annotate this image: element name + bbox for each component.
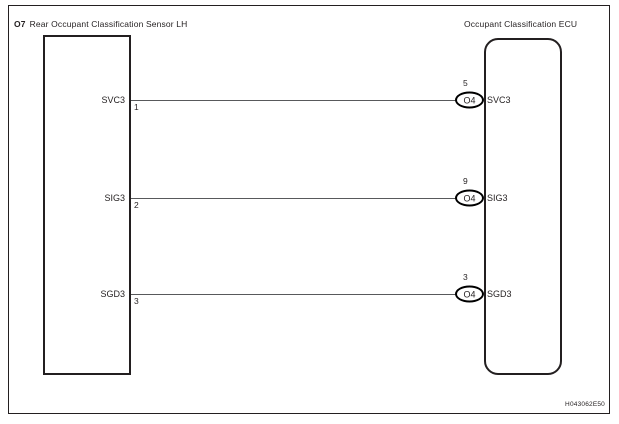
left-signal-label-2: SIG3 [104,193,125,203]
wire-row-3 [131,294,467,295]
right-component-name: Occupant Classification ECU [464,19,578,29]
left-signal-label-3: SGD3 [100,289,125,299]
ecu-box [484,38,562,375]
sensor-box [43,35,131,375]
connector-pin-number-3: 3 [463,272,468,282]
left-component-name: Rear Occupant Classification Sensor LH [29,19,188,29]
ecu-signal-label-2: SIG3 [487,193,508,203]
connector-oval-3: O4 [455,285,484,303]
left-component-code: O7 [14,19,26,29]
figure-code: H043062E50 [565,401,605,408]
left-pin-number-1: 1 [134,102,139,112]
wire-row-2 [131,198,467,199]
wire-row-1 [131,100,467,101]
left-pin-number-2: 2 [134,200,139,210]
connector-oval-2: O4 [455,189,484,207]
connector-pin-number-2: 9 [463,176,468,186]
left-pin-number-3: 3 [134,296,139,306]
connector-oval-1: O4 [455,91,484,109]
ecu-signal-label-3: SGD3 [487,289,512,299]
right-component-label: Occupant Classification ECU [464,19,577,29]
diagram-frame [8,5,610,414]
ecu-signal-label-1: SVC3 [487,95,511,105]
connector-pin-number-1: 5 [463,78,468,88]
left-signal-label-1: SVC3 [101,95,125,105]
